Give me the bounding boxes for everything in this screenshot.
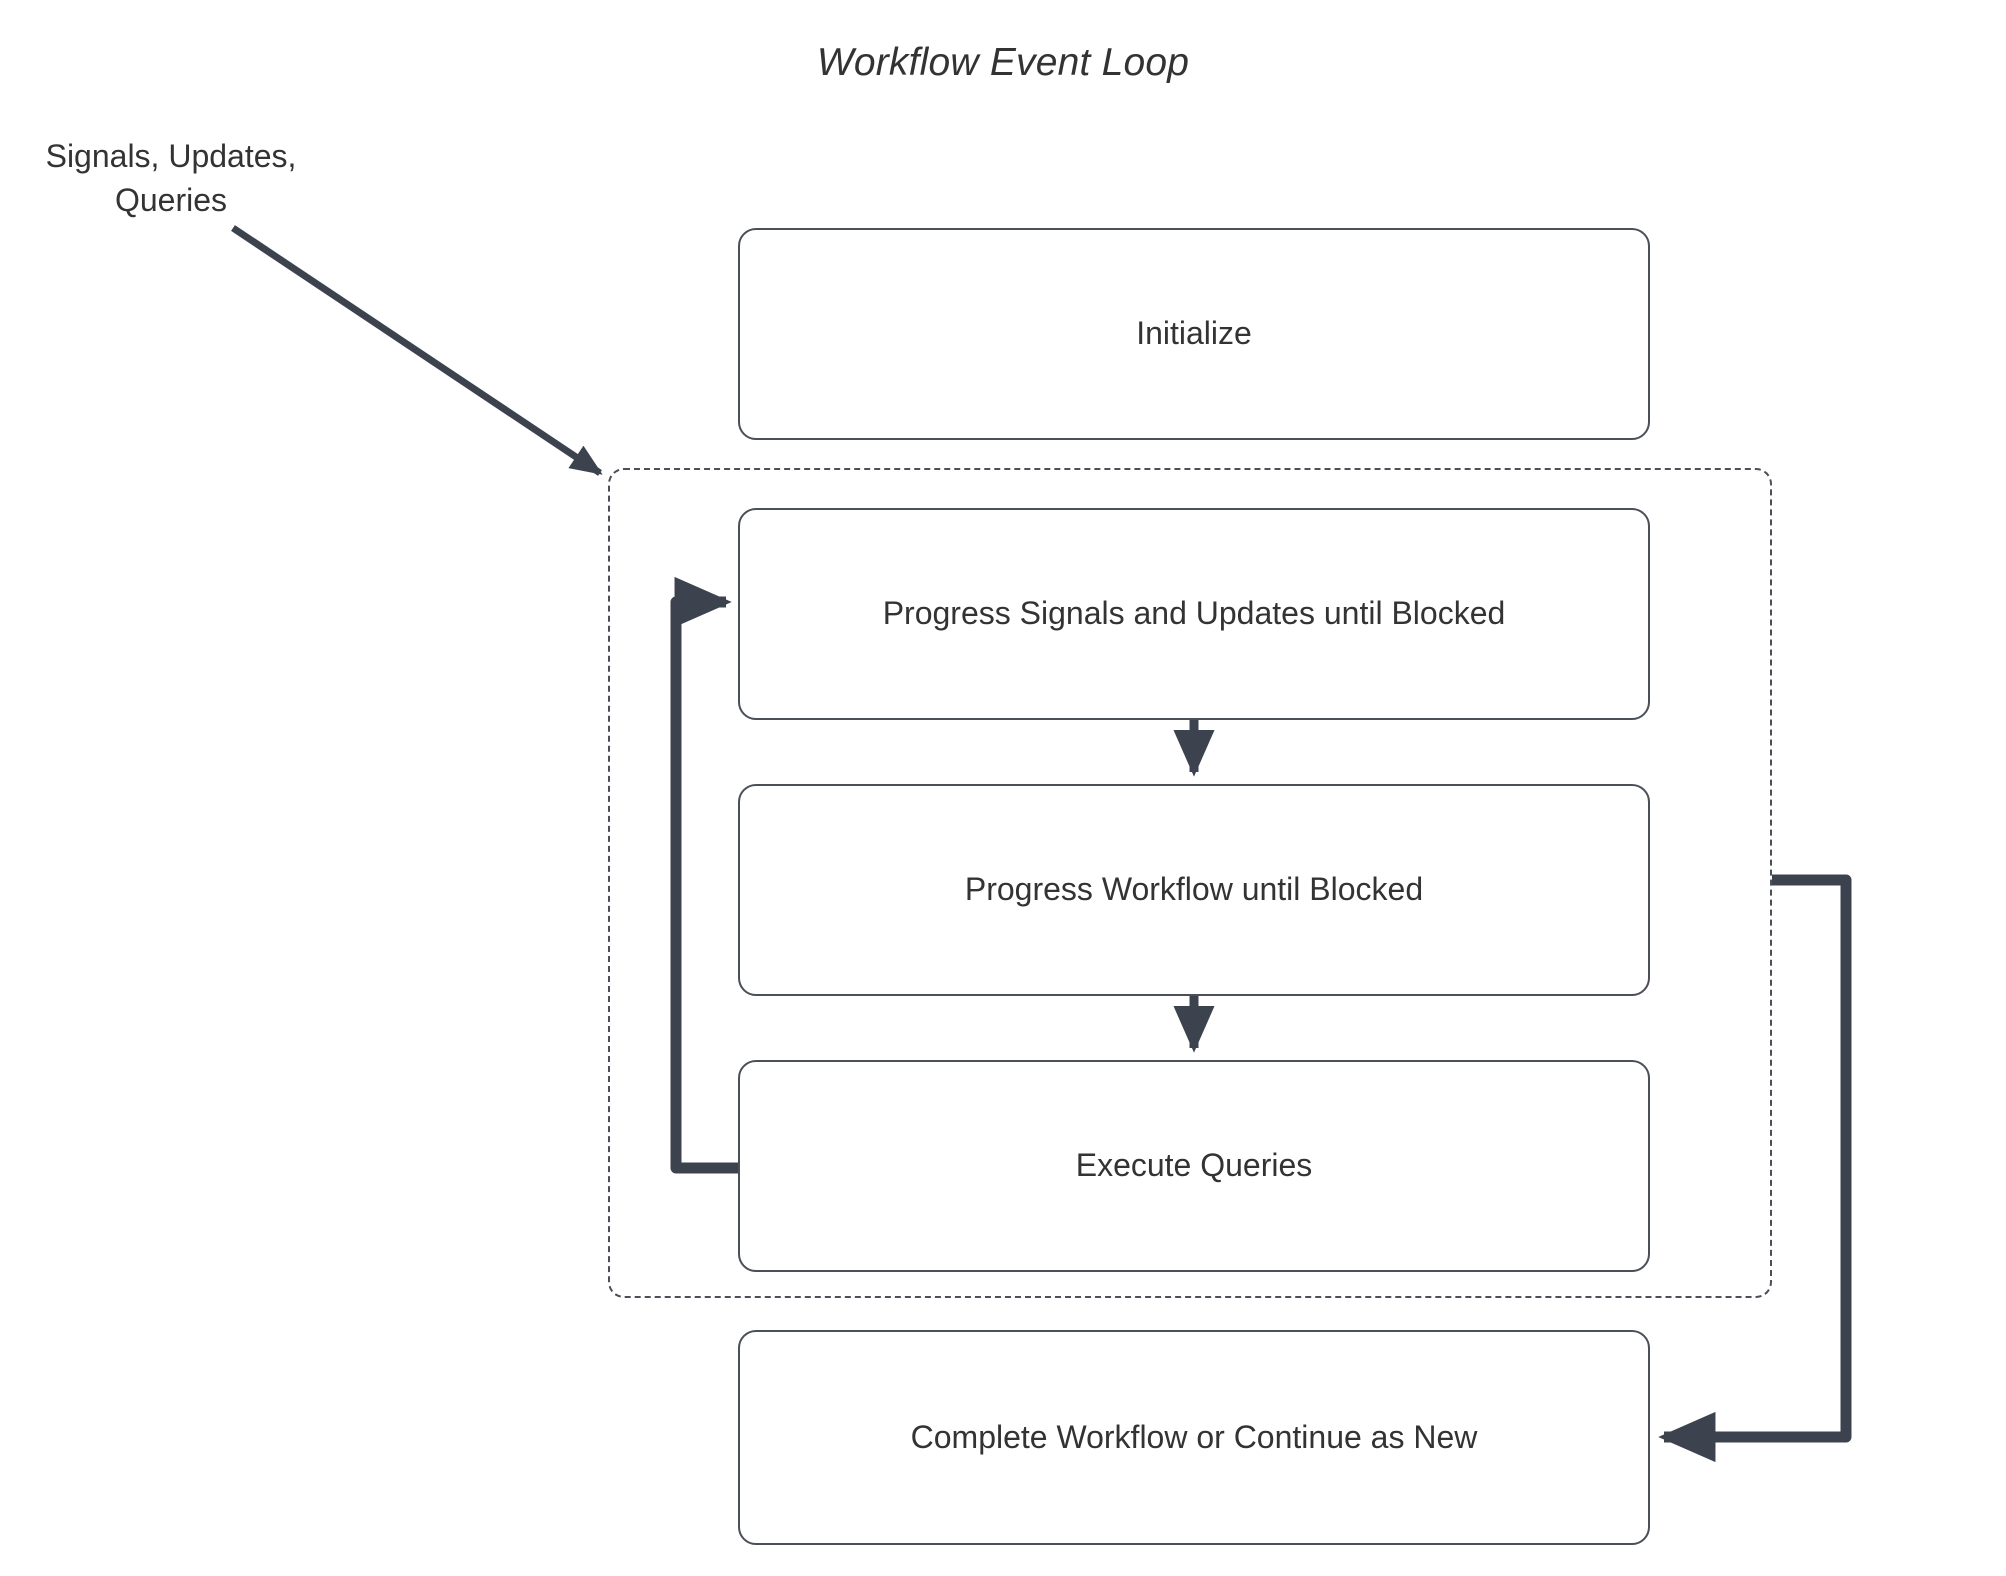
node-execute-queries[interactable]: Execute Queries bbox=[738, 1060, 1650, 1272]
node-execute-queries-label: Execute Queries bbox=[1075, 1147, 1313, 1184]
node-initialize[interactable]: Initialize bbox=[738, 228, 1650, 440]
node-progress-workflow[interactable]: Progress Workflow until Blocked bbox=[738, 784, 1650, 996]
edge-queries-loop-back bbox=[670, 576, 738, 1174]
node-progress-signals-label: Progress Signals and Updates until Block… bbox=[882, 595, 1506, 632]
node-complete-workflow[interactable]: Complete Workflow or Continue as New bbox=[738, 1330, 1650, 1545]
node-progress-workflow-label: Progress Workflow until Blocked bbox=[964, 871, 1424, 908]
edge-loop-to-complete bbox=[1658, 874, 1852, 1463]
external-input-label-line-2: Queries bbox=[114, 182, 228, 219]
node-complete-workflow-label: Complete Workflow or Continue as New bbox=[910, 1418, 1478, 1455]
page-title: Workflow Event Loop bbox=[816, 41, 1190, 84]
edge-signals-to-loop bbox=[231, 225, 603, 476]
external-input-label: Signals, Updates, Queries bbox=[22, 134, 320, 222]
node-progress-signals-and-updates[interactable]: Progress Signals and Updates until Block… bbox=[738, 508, 1650, 720]
external-input-label-line-1: Signals, Updates, bbox=[45, 138, 297, 174]
node-initialize-label: Initialize bbox=[1136, 315, 1252, 352]
